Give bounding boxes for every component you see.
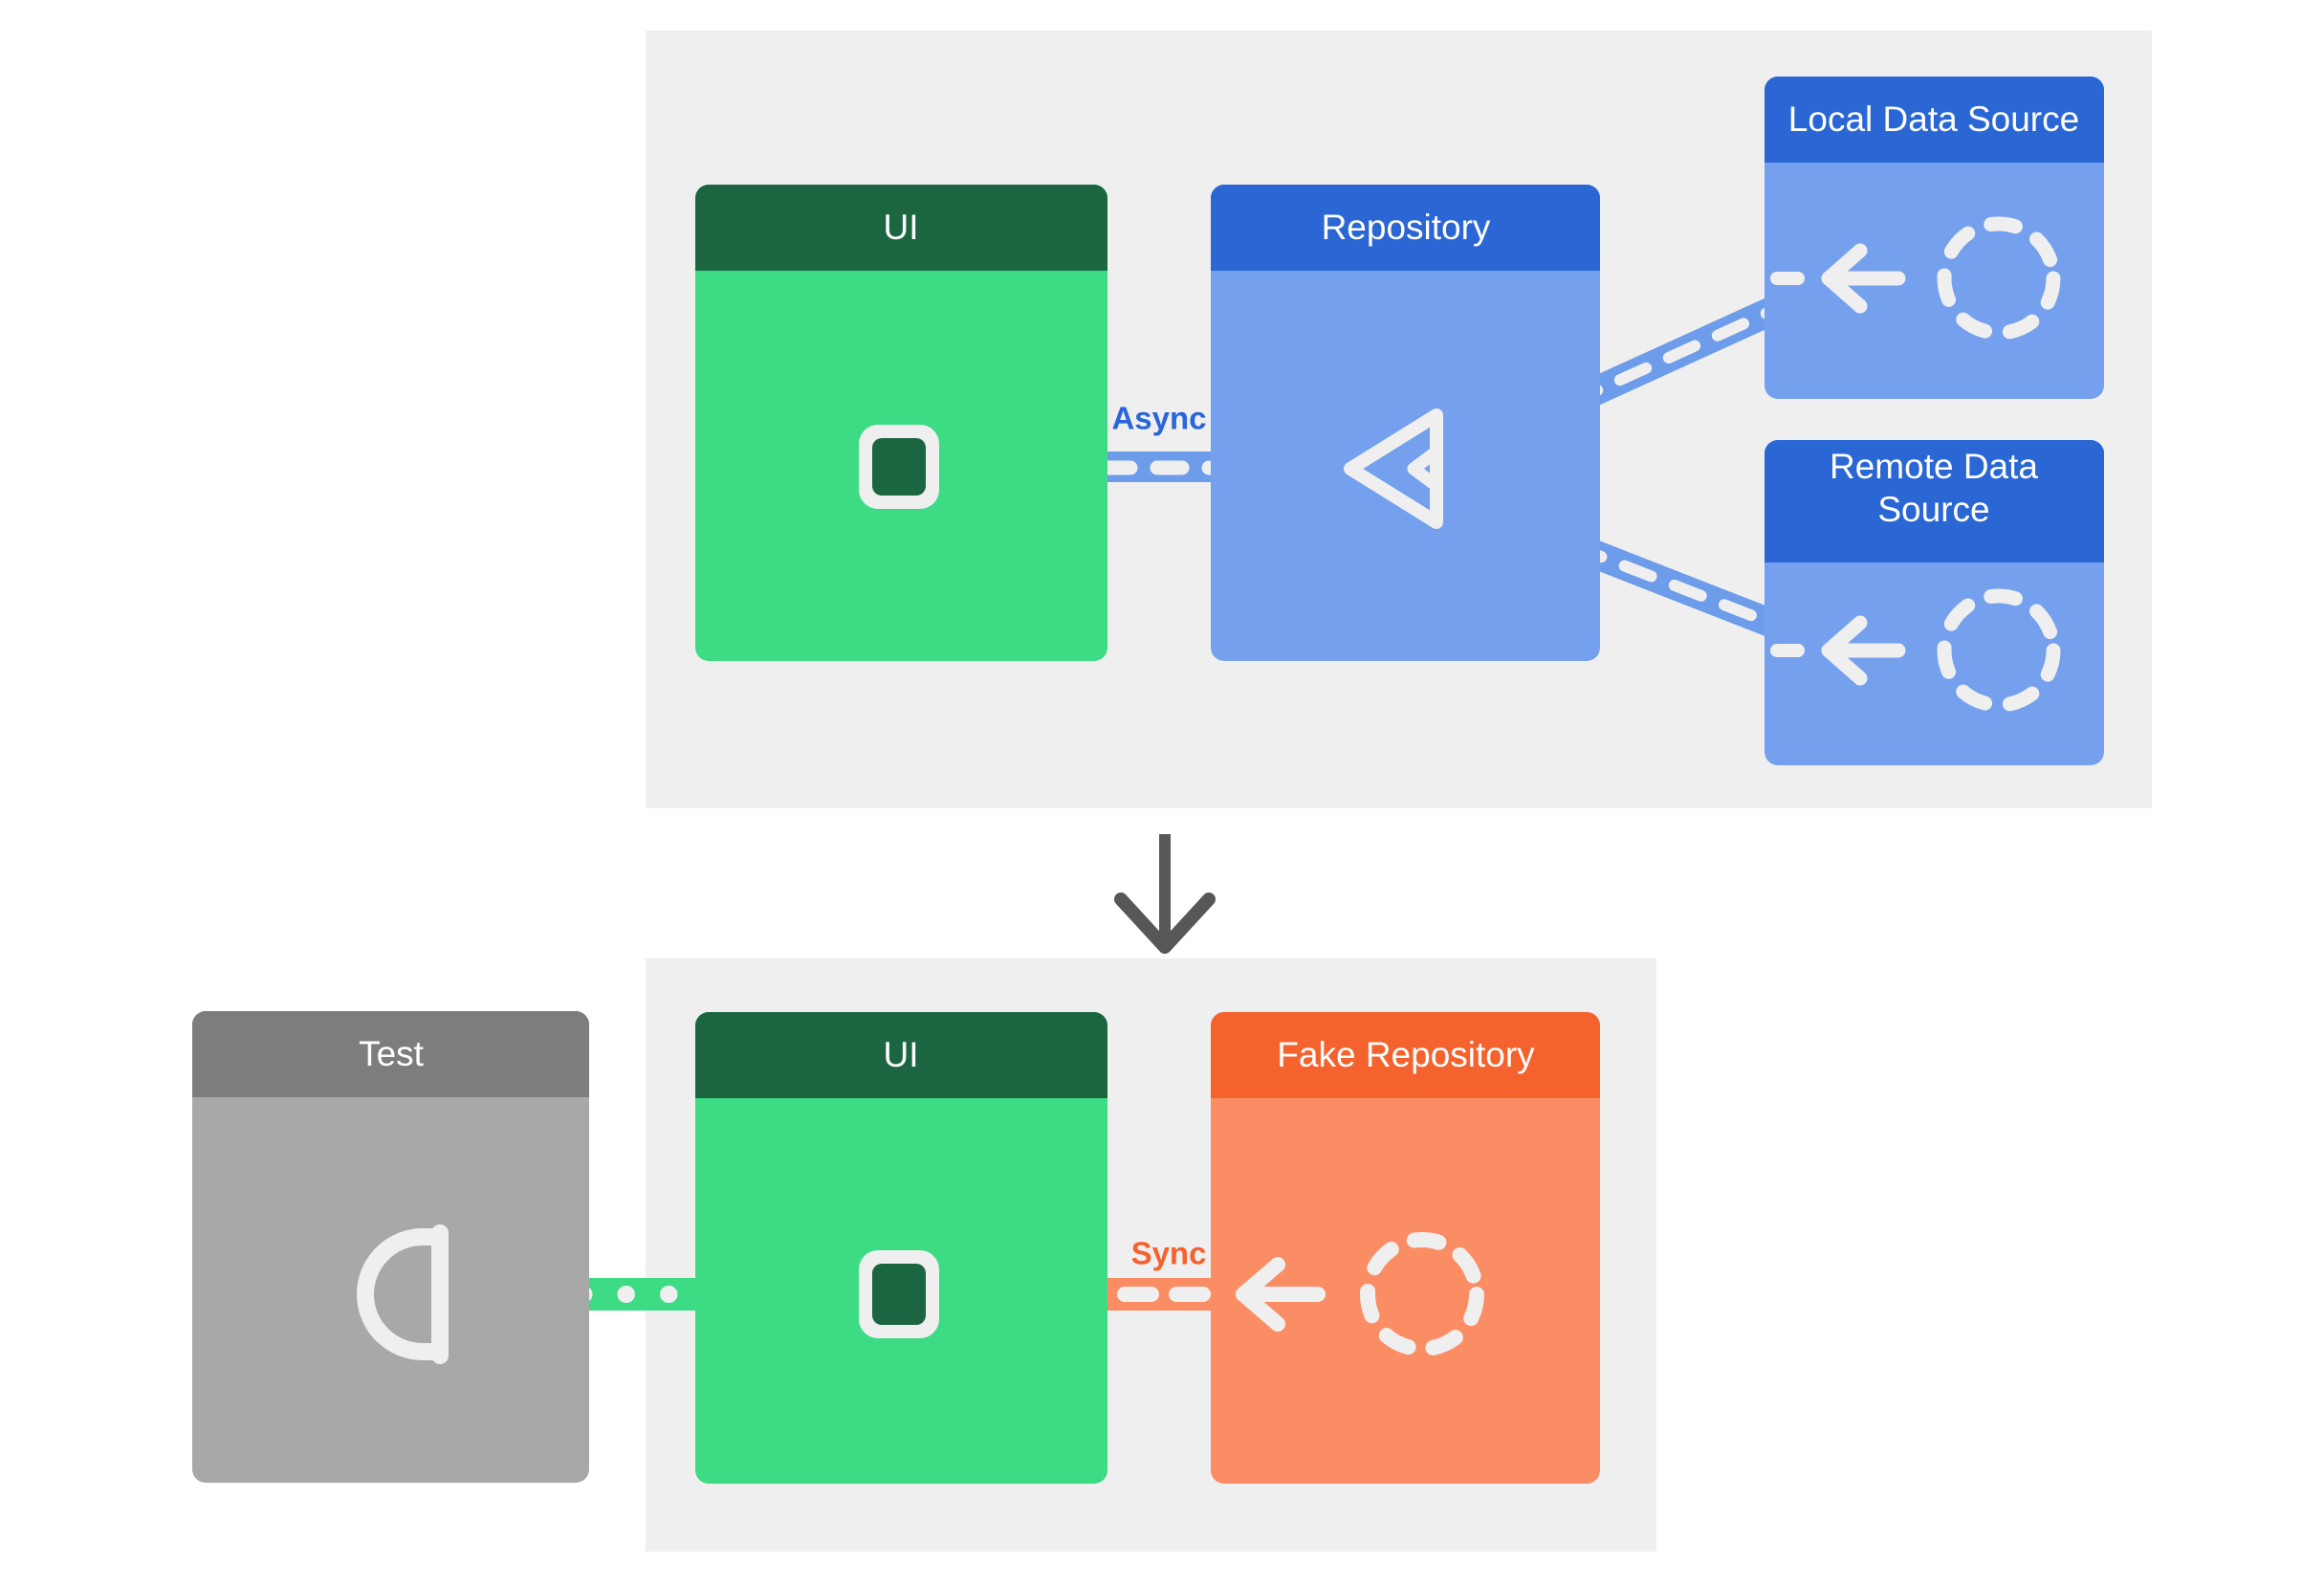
card-ui-test[interactable]: UI <box>695 1012 1107 1484</box>
port-square-icon <box>859 1250 939 1338</box>
required-interface-triangle-icon <box>1344 408 1443 529</box>
card-local-data-source[interactable]: Local Data Source <box>1765 77 2104 399</box>
port-square-icon <box>859 425 939 509</box>
arrow-head <box>1114 893 1216 954</box>
arrow-head <box>1821 615 1868 686</box>
card-body <box>1211 1012 1600 1484</box>
card-test[interactable]: Test <box>192 1011 589 1483</box>
async-circle-icon <box>1937 216 2061 341</box>
incoming-arrow-icon <box>1770 615 1906 686</box>
incoming-arrow-icon <box>1770 243 1906 314</box>
test-panel: Test UI Fake Re <box>192 959 1656 1552</box>
card-header <box>192 1011 589 1097</box>
card-title: Fake Repository <box>1277 1035 1535 1074</box>
card-title-line2: Source <box>1877 490 1989 529</box>
card-header <box>695 185 1107 271</box>
card-header <box>1765 440 2104 562</box>
arrow-head <box>1821 243 1868 314</box>
card-header <box>1211 1012 1600 1098</box>
card-body <box>695 1012 1107 1484</box>
card-repository[interactable]: Repository <box>1211 185 1600 661</box>
triangle-outline <box>1344 408 1443 529</box>
card-body <box>695 185 1107 661</box>
arrow-head <box>1236 1257 1285 1332</box>
incoming-arrow-icon <box>1236 1257 1326 1332</box>
port-inner <box>872 1264 926 1325</box>
downward-flow-arrow <box>1114 834 1216 954</box>
provided-interface-socket-icon <box>357 1224 449 1364</box>
card-title: Local Data Source <box>1788 99 2079 139</box>
card-header <box>1765 77 2104 163</box>
card-remote-data-source[interactable]: Remote Data Source <box>1765 440 2104 765</box>
socket-outline <box>357 1228 449 1360</box>
card-title: UI <box>884 1035 919 1074</box>
connection-label-sync: Sync <box>1131 1236 1207 1271</box>
sync-circle-icon <box>1360 1232 1484 1356</box>
port-inner <box>872 438 926 496</box>
card-fake-repository[interactable]: Fake Repository <box>1211 1012 1600 1484</box>
card-title: Test <box>359 1034 425 1073</box>
card-body <box>1211 185 1600 661</box>
card-title: Repository <box>1322 208 1491 247</box>
card-ui-production[interactable]: UI <box>695 185 1107 661</box>
production-panel: UI Repository <box>646 31 2152 808</box>
async-circle-icon <box>1937 588 2061 713</box>
connection-label-async: Async <box>1111 401 1206 436</box>
card-header <box>1211 185 1600 271</box>
card-title-line1: Remote Data <box>1830 447 2038 486</box>
card-header <box>695 1012 1107 1098</box>
card-title: UI <box>884 208 919 247</box>
triangle-notch <box>1407 445 1443 493</box>
